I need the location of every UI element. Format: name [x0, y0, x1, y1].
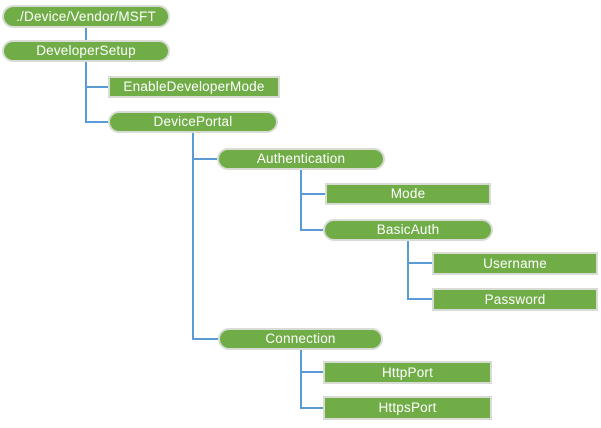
tree-connector-root-developersetup: [85, 28, 87, 40]
tree-connector-branch-httpsport: [300, 407, 323, 409]
tree-connector-branch-username: [407, 262, 432, 264]
tree-connector-branch-basicauth: [300, 229, 323, 231]
node-enable-developer-mode: EnableDeveloperMode: [108, 76, 280, 98]
node-device-portal: DevicePortal: [108, 111, 278, 133]
tree-connector-trunk-developersetup: [85, 62, 87, 123]
node-http-port: HttpPort: [323, 361, 492, 384]
tree-connector-branch-httpport: [300, 371, 323, 373]
node-https-port: HttpsPort: [323, 396, 492, 420]
tree-connector-branch-mode: [300, 193, 325, 195]
node-password: Password: [432, 288, 598, 311]
node-basic-auth: BasicAuth: [323, 219, 493, 241]
tree-connector-trunk-basicauth: [407, 241, 409, 300]
node-developer-setup: DeveloperSetup: [2, 40, 170, 62]
node-connection: Connection: [218, 328, 383, 350]
node-device-vendor-msft: ./Device/Vendor/MSFT: [2, 5, 170, 28]
node-authentication: Authentication: [217, 148, 385, 170]
tree-connector-branch-enabledevelopermode: [85, 86, 108, 88]
tree-connector-trunk-authentication: [300, 170, 302, 231]
tree-connector-branch-authentication: [192, 158, 217, 160]
tree-connector-branch-deviceportal: [85, 121, 108, 123]
tree-connector-trunk-connection: [300, 350, 302, 409]
tree-connector-branch-connection: [192, 338, 218, 340]
tree-connector-trunk-deviceportal: [192, 133, 194, 340]
node-mode: Mode: [325, 183, 491, 205]
node-username: Username: [432, 252, 598, 275]
tree-connector-branch-password: [407, 298, 432, 300]
